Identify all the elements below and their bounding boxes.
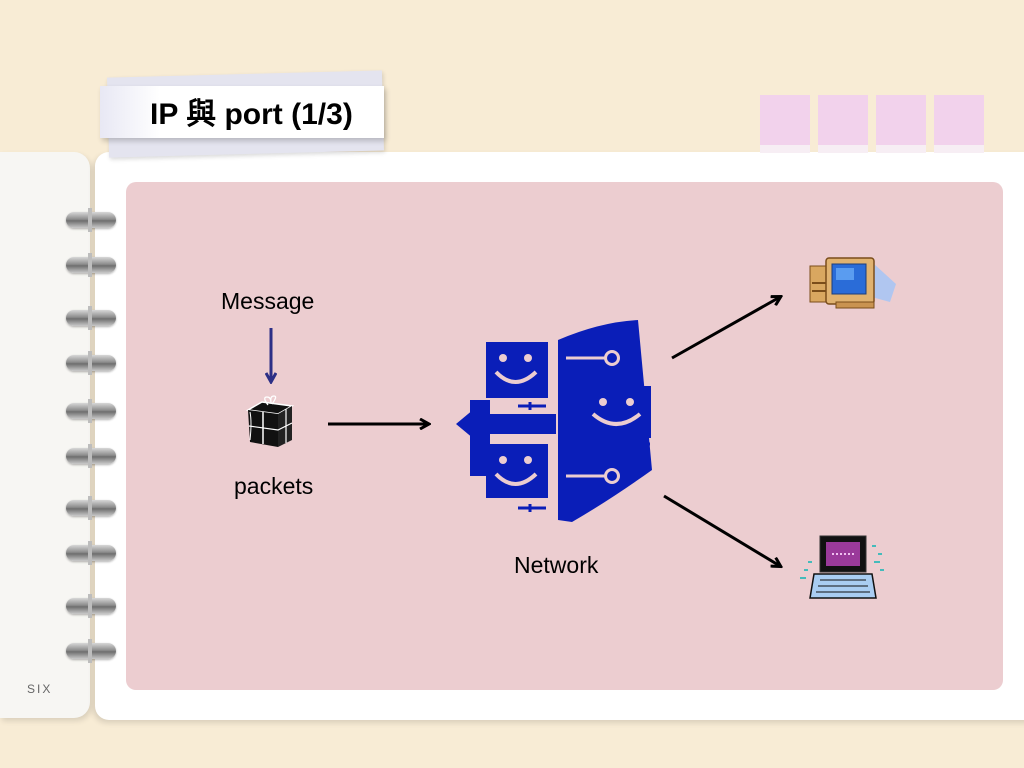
binder-ring [66, 639, 116, 663]
notebook-left-page [0, 152, 90, 718]
desktop-computer-icon [809, 257, 896, 309]
binder-ring [66, 306, 116, 330]
slide-title: IP 與 port (1/3) [150, 98, 353, 131]
binder-ring [66, 253, 116, 277]
message-label: Message [221, 288, 315, 314]
network-icon [456, 320, 652, 522]
pink-tab-2 [818, 95, 868, 153]
network-to-desktop-arrow [671, 297, 780, 360]
binder-ring [66, 351, 116, 375]
binder-ring [66, 208, 116, 232]
binder-ring [66, 541, 116, 565]
brand-label: SIX [27, 682, 53, 696]
packets-label: packets [234, 473, 314, 499]
binder-ring [66, 594, 116, 618]
network-label: Network [514, 552, 599, 578]
title-tab [100, 86, 384, 138]
pink-tab-4 [934, 95, 984, 153]
binder-ring [66, 496, 116, 520]
network-to-laptop-arrow [663, 494, 780, 566]
binder-ring [66, 399, 116, 423]
binder-ring [66, 444, 116, 468]
pink-tab-3 [876, 95, 926, 153]
pink-tab-1 [760, 95, 810, 153]
gift-box-icon [245, 395, 295, 447]
laptop-computer-icon [800, 535, 884, 599]
